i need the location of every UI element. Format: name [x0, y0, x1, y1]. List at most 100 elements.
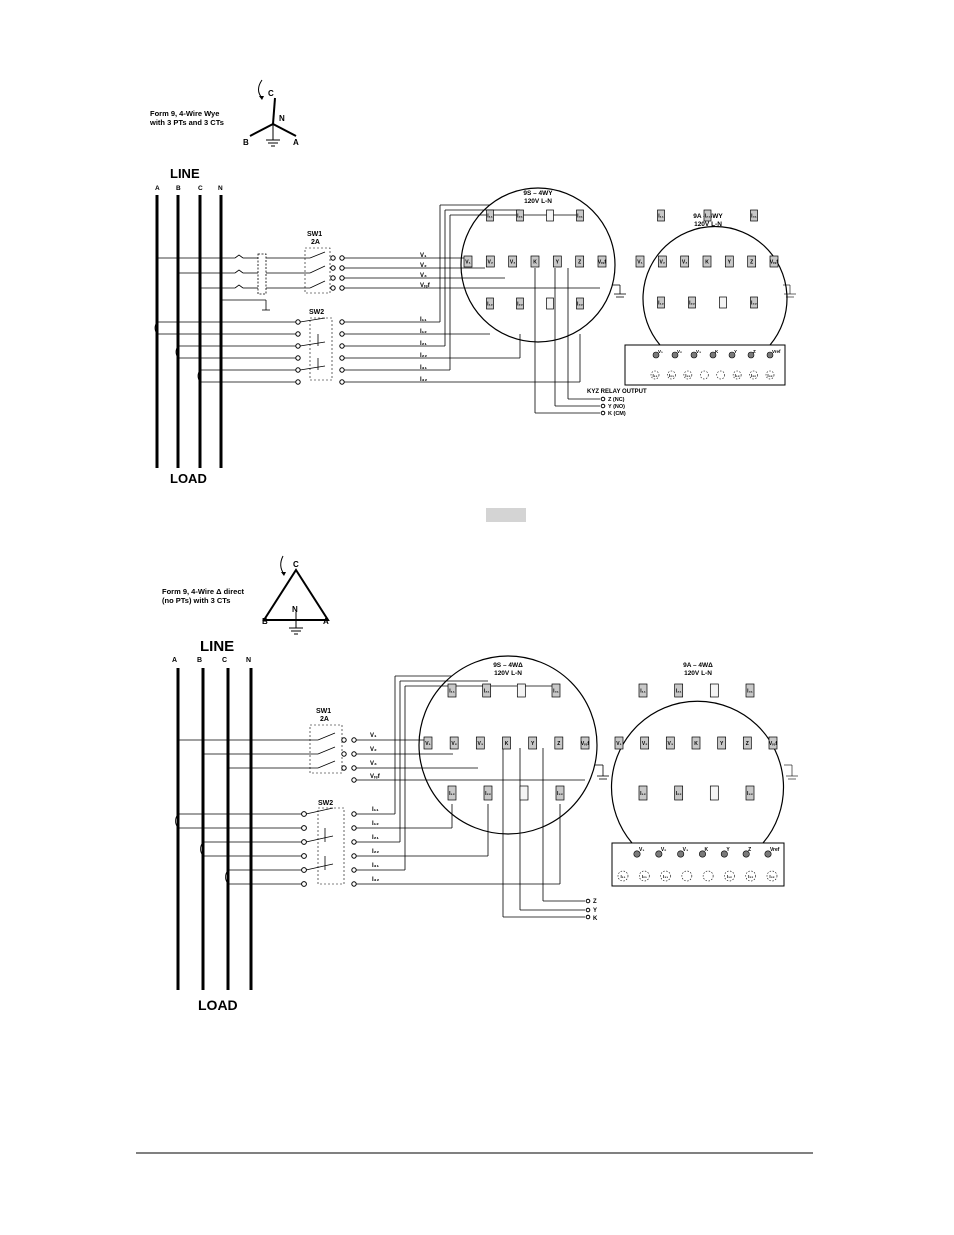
d1s-top-cell-1 — [516, 209, 524, 222]
d1a-base-bot-dot-0 — [650, 370, 660, 380]
d1s-mid-label-4: Y — [556, 260, 560, 266]
d1a-base-top-dot-6 — [766, 351, 774, 359]
d2a-base-top-dot-5 — [742, 850, 750, 858]
d2a-top-cell-0 — [638, 683, 648, 698]
d1-kyz-output: KYZ RELAY OUTPUT Z (NC) Y (NO) K (CM) — [587, 389, 647, 417]
d2a-bot-label-0: I₁₂ — [640, 791, 646, 797]
d2s-mid-cell-1 — [449, 736, 459, 750]
d1s-mid-cell-0 — [463, 255, 473, 268]
d2a-base-bot-label-6: I₂₂ — [748, 874, 753, 879]
d2-bus-b: B — [197, 657, 202, 664]
d2-meter-s-title: 9S – 4WΔ — [493, 662, 523, 669]
d1a-bot-cell-1 — [688, 296, 696, 309]
d2-label-i21: I₂₁ — [372, 835, 379, 841]
d2a-mid-cell-1 — [640, 736, 650, 750]
d1a-base-bot-dot-6 — [749, 370, 758, 380]
d2a-base-top-dot-0 — [633, 850, 641, 858]
d2-sw2: SW2 — [175, 800, 357, 887]
d2s-bot-cell-0 — [447, 785, 457, 801]
d1a-base-top-label-0: V₁ — [658, 349, 663, 354]
d1-bus-c: C — [198, 185, 203, 192]
d2a-base-bot-dot-3 — [681, 870, 693, 882]
d1-bus-b: B — [176, 185, 181, 192]
d2s-bot-label-0: I₁₂ — [449, 791, 455, 797]
d2a-bot-cell-0 — [638, 785, 648, 801]
d2s-mid-label-1: V₂ — [451, 741, 457, 747]
d1-wye-phasor: C N B A — [243, 79, 299, 147]
d2a-mid-cell-0 — [614, 736, 624, 750]
d1a-bot-label-1: I₂₂ — [689, 301, 695, 307]
d1-label-i11: I₁₁ — [420, 317, 427, 323]
d1-label-v2: V₂ — [420, 263, 427, 269]
d1a-base-bot-label-5: I₁₂ — [735, 373, 740, 378]
d2a-bot-cell-3 — [745, 785, 755, 801]
d2s-top-cell-3 — [551, 683, 561, 698]
d2-bus-c: C — [222, 657, 227, 664]
d2s-mid-cell-3 — [502, 736, 511, 750]
d1-i-labels: I₁₁ I₁₂ I₂₁ I₂₂ I₃₁ I₃₂ — [420, 317, 427, 383]
d2-label-i32: I₃₂ — [372, 877, 379, 883]
d1-sw1: SW1 2A — [304, 231, 345, 294]
d2a-base-bot-dot-7 — [766, 870, 778, 882]
d2a-mid-cell-3 — [691, 736, 701, 750]
d1a-mid-cell-4 — [724, 255, 734, 268]
d1s-top-cell-2 — [546, 209, 554, 222]
d2s-top-cell-0 — [447, 683, 457, 698]
d2a-base-top-label-3: K — [705, 847, 709, 853]
d2-phasor-n: N — [292, 605, 298, 614]
d2-label-i12: I₁₂ — [372, 821, 379, 827]
d2s-top-label-1: I₂₁ — [484, 689, 490, 695]
d1-sw1-name: SW1 — [307, 231, 322, 238]
d1a-base-bot-dot-7 — [765, 370, 775, 380]
d1-label-v1: V₁ — [420, 253, 427, 259]
d2a-base-top-dot-4 — [720, 850, 728, 858]
d1a-base-top-dot-4 — [728, 351, 736, 359]
d2s-top-label-0: I₁₁ — [449, 689, 455, 695]
diagram-1: Form 9, 4-Wire Wye with 3 PTs and 3 CTs … — [149, 79, 796, 486]
d2-i-labels: I₁₁ I₁₂ I₂₁ I₂₂ I₃₁ I₃₂ — [372, 807, 379, 883]
d2s-bot-label-3: I₃₂ — [557, 791, 563, 797]
d1-kyz-k: K (CM) — [608, 411, 626, 417]
d1-pt-branch — [157, 253, 310, 311]
d2a-base-top-dot-2 — [677, 850, 685, 858]
d2a-base-top-label-1: V₂ — [661, 847, 667, 853]
d2a-top-cell-2 — [709, 683, 719, 698]
d1-bus-a: A — [155, 185, 160, 192]
d2a-base-top-label-5: Z — [748, 847, 751, 853]
d2a-bot-label-1: I₂₂ — [676, 791, 682, 797]
d1-title: Form 9, 4-Wire Wye — [150, 109, 219, 118]
d1s-mid-label-5: Z — [578, 260, 581, 266]
d2-label-i11: I₁₁ — [372, 807, 379, 813]
d1a-mid-cell-0 — [635, 255, 645, 268]
d1a-base-bot-dot-5 — [732, 370, 742, 380]
d1a-mid-label-1: V₂ — [660, 260, 666, 266]
d1s-mid-label-3: K — [533, 260, 537, 266]
d1-label-i21: I₂₁ — [420, 341, 427, 347]
d1-label-i22: I₂₂ — [420, 353, 427, 359]
d2a-bot-cell-1 — [674, 785, 684, 801]
d1a-base-top-dot-3 — [709, 351, 717, 359]
d2-title: Form 9, 4-Wire Δ direct — [162, 587, 245, 596]
d2a-mid-cell-2 — [665, 736, 675, 750]
d2a-base-bot-dot-4 — [702, 870, 714, 882]
d2-label-i31: I₃₁ — [372, 863, 379, 869]
d2-phasor-c: C — [293, 560, 299, 569]
d1-sw1-rating: 2A — [311, 239, 320, 246]
d1a-base-bot-label-1: I₂₁ — [669, 373, 674, 378]
d1-bus: A B C N — [155, 185, 223, 468]
d1a-top-cell-0 — [657, 209, 665, 222]
d2s-mid-label-0: V₁ — [425, 741, 430, 747]
d1a-top-label-1: I₂₁ — [705, 214, 711, 220]
d2s-mid-label-4: Y — [531, 741, 535, 747]
d1-meter-9a: 9A – 4WY 120V L-N I₁₁I₂₁I₃₁V₁V₂V₃KYZVᵣₑf… — [624, 209, 796, 386]
d2a-mid-label-3: K — [694, 741, 698, 747]
d2a-base-bot-dot-6 — [745, 870, 757, 882]
d1a-base-top-dot-1 — [671, 351, 679, 359]
d2-line-label: LINE — [200, 638, 234, 655]
d2-label-vref: Vᵣₑf — [370, 774, 381, 780]
d2-label-v3: V₃ — [370, 761, 377, 767]
d1-phasor-c: C — [268, 89, 274, 98]
d2a-mid-label-2: V₃ — [668, 741, 674, 747]
d1-subtitle: with 3 PTs and 3 CTs — [149, 118, 224, 127]
d2a-base-top-label-4: Y — [726, 847, 730, 853]
